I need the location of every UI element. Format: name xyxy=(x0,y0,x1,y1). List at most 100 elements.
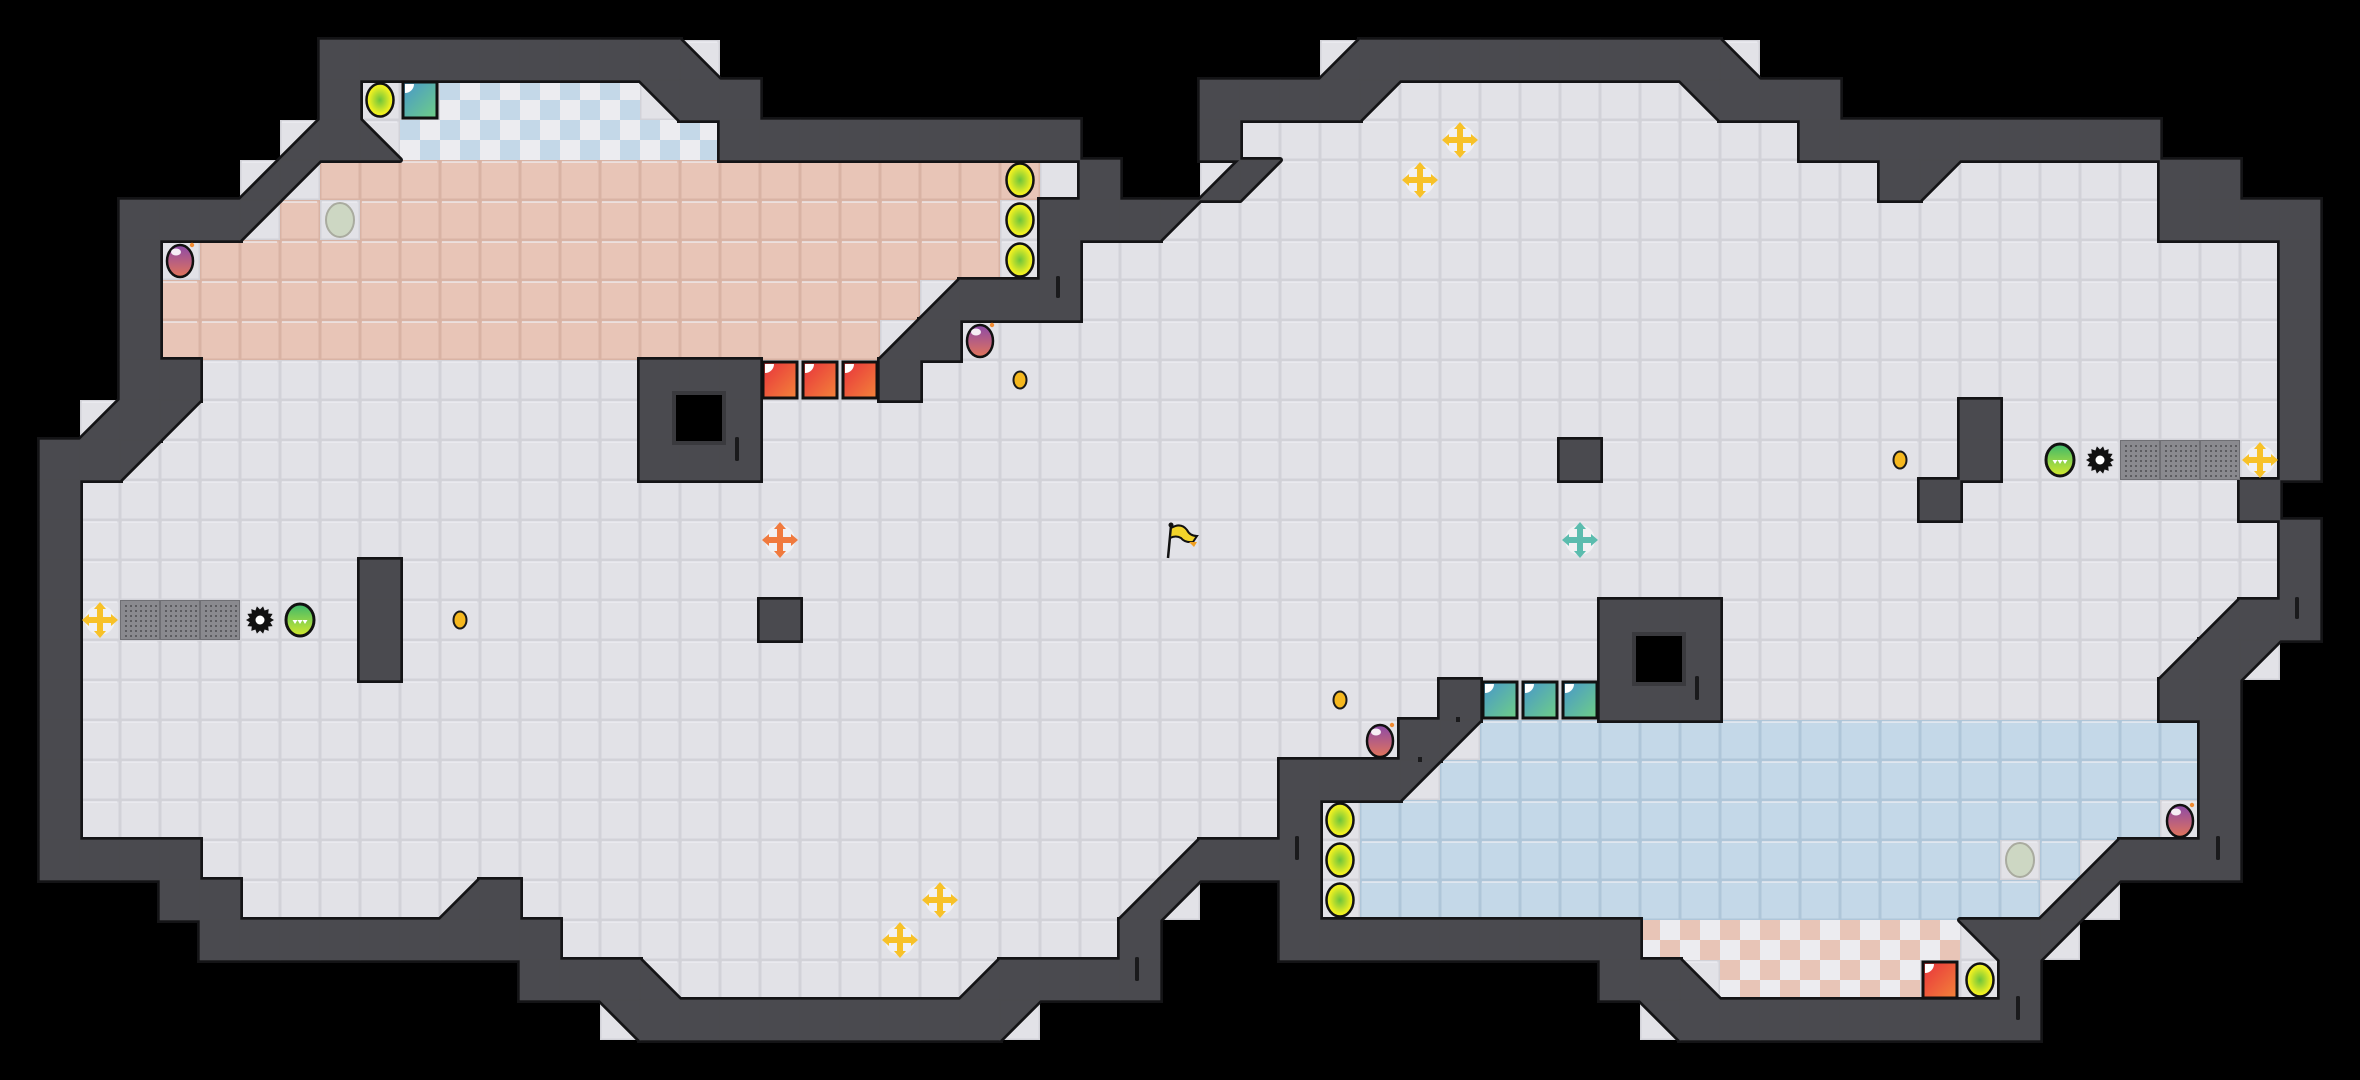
floor-tile xyxy=(800,520,840,560)
wall-tile xyxy=(1839,999,1881,1041)
blue-floor-tile xyxy=(1680,800,1720,840)
floor-tile xyxy=(1520,440,1560,480)
pink-floor-tile xyxy=(600,240,640,280)
floor-tile xyxy=(1800,160,1840,200)
floor-tile xyxy=(1680,360,1720,400)
wall-tile xyxy=(2199,679,2241,721)
floor-tile xyxy=(1560,280,1600,320)
floor-tile xyxy=(2000,520,2040,560)
floor-tile xyxy=(840,400,880,440)
floor-tile xyxy=(480,560,520,600)
blue-floor-tile xyxy=(1360,880,1400,920)
wall-tile xyxy=(1079,959,1121,1001)
floor-tile xyxy=(2040,480,2080,520)
pink-floor-tile xyxy=(280,280,320,320)
wall-tile xyxy=(119,839,161,881)
floor-tile xyxy=(240,760,280,800)
floor-tile xyxy=(1400,400,1440,440)
speed-boost-icon xyxy=(2044,442,2076,478)
floor-tile xyxy=(1160,800,1200,840)
wall-tick xyxy=(1695,676,1699,700)
wall-tile xyxy=(559,39,601,81)
floor-tile xyxy=(560,880,600,920)
floor-tile xyxy=(1880,360,1920,400)
floor-tile xyxy=(1400,520,1440,560)
floor-tile xyxy=(1600,240,1640,280)
floor-tile xyxy=(1440,240,1480,280)
blue-floor-tile xyxy=(1800,720,1840,760)
floor-tile xyxy=(1040,440,1080,480)
floor-tile xyxy=(1800,320,1840,360)
blue-floor-tile xyxy=(1720,840,1760,880)
pink-floor-tile xyxy=(360,240,400,280)
floor-tile xyxy=(1320,240,1360,280)
pink-floor-tile xyxy=(560,280,600,320)
wall-tile xyxy=(399,919,441,961)
wall-tile xyxy=(439,39,481,81)
floor-tile xyxy=(920,440,960,480)
wall-tile xyxy=(39,639,81,681)
floor-tile xyxy=(720,920,760,960)
floor-tile xyxy=(520,400,560,440)
floor-tile xyxy=(1040,400,1080,440)
floor-tile xyxy=(1200,480,1240,520)
floor-tile xyxy=(2160,480,2200,520)
floor-tile xyxy=(440,760,480,800)
floor-tile xyxy=(1800,200,1840,240)
blue-checker-tile xyxy=(480,80,520,120)
floor-tile xyxy=(160,760,200,800)
wall-tile xyxy=(319,919,361,961)
floor-tile xyxy=(2040,680,2080,720)
blue-floor-tile xyxy=(1760,760,1800,800)
wall-tile xyxy=(479,879,521,921)
pink-floor-tile xyxy=(400,200,440,240)
floor-tile xyxy=(1960,560,2000,600)
pink-floor-tile xyxy=(680,160,720,200)
wall-tile xyxy=(1959,399,2001,441)
wall-tile xyxy=(599,959,641,1001)
pink-floor-tile xyxy=(400,320,440,360)
floor-tile xyxy=(880,960,920,1000)
wall-tile xyxy=(479,39,521,81)
floor-tile xyxy=(1000,520,1040,560)
floor-tile xyxy=(1600,200,1640,240)
floor-tile xyxy=(560,800,600,840)
pink-checker-tile xyxy=(1640,920,1680,960)
floor-tile xyxy=(1840,160,1880,200)
floor-tile xyxy=(240,720,280,760)
floor-tile xyxy=(280,560,320,600)
floor-tile xyxy=(840,680,880,720)
wall-tile xyxy=(679,999,721,1041)
pink-floor-tile xyxy=(520,200,560,240)
floor-tile xyxy=(1320,120,1360,160)
floor-tile xyxy=(960,400,1000,440)
floor-tile xyxy=(1080,400,1120,440)
floor-tile xyxy=(1480,200,1520,240)
floor-tile xyxy=(1720,280,1760,320)
floor-tile xyxy=(1160,280,1200,320)
move-cross-icon xyxy=(1402,162,1438,198)
blue-floor-tile xyxy=(1960,760,2000,800)
floor-tile xyxy=(1560,160,1600,200)
blue-floor-tile xyxy=(1920,760,1960,800)
floor-tile xyxy=(1120,560,1160,600)
floor-tile xyxy=(720,520,760,560)
floor-tile xyxy=(1520,480,1560,520)
floor-tile xyxy=(2000,200,2040,240)
floor-tile xyxy=(1320,440,1360,480)
floor-tile xyxy=(480,480,520,520)
wall-tile xyxy=(559,959,601,1001)
floor-tile xyxy=(240,480,280,520)
pink-floor-tile xyxy=(800,160,840,200)
floor-tile xyxy=(760,800,800,840)
floor-tile xyxy=(120,680,160,720)
floor-tile xyxy=(1760,520,1800,560)
floor-tile xyxy=(1000,560,1040,600)
floor-tile xyxy=(1160,640,1200,680)
wall-tile xyxy=(119,319,161,361)
wall-tick xyxy=(1456,717,1460,722)
pink-checker-tile xyxy=(1680,920,1720,960)
wall-tile xyxy=(1519,39,1561,81)
pink-floor-tile xyxy=(760,160,800,200)
blue-floor-tile xyxy=(1880,800,1920,840)
